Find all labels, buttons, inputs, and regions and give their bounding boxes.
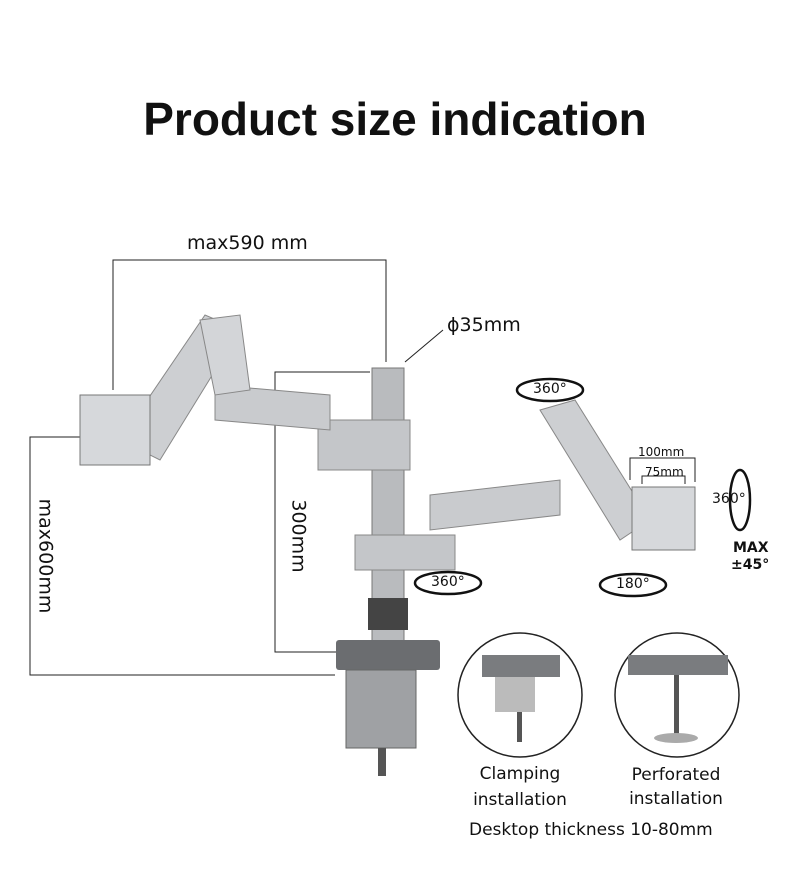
pole-height-label: 300mm <box>287 499 310 573</box>
tilt-label-max: MAX <box>733 540 769 556</box>
clamp-plate <box>345 669 417 749</box>
pole-diameter-label: ϕ35mm <box>447 314 521 336</box>
pole-collar <box>368 598 408 630</box>
max-height-label: max600mm <box>34 498 57 614</box>
right-vesa-plate <box>631 486 696 551</box>
left-vesa-plate <box>79 394 151 466</box>
tilt-label-angle: ±45° <box>731 557 770 573</box>
vesa-100-label: 100mm <box>638 445 685 459</box>
clamp-install-circle <box>457 632 583 758</box>
clamp-label-line1: Clamping <box>479 764 561 784</box>
perforated-label-line2: installation <box>629 789 723 809</box>
vesa-75-label: 75mm <box>645 465 684 479</box>
arm-rotation-top-label: 360° <box>533 381 567 397</box>
clamp-label-line2: installation <box>473 790 567 810</box>
arm-rotation-bottom-label: 360° <box>431 574 465 590</box>
perforated-install-circle <box>614 632 740 758</box>
clamp-base <box>336 640 440 670</box>
page-title: Product size indication <box>143 93 647 145</box>
perforated-label-line1: Perforated <box>631 765 721 785</box>
desk-thickness-label: Desktop thickness 10-80mm <box>469 820 713 840</box>
pole <box>371 367 405 644</box>
swivel-label: 180° <box>616 576 650 592</box>
clamp-rod <box>378 748 386 776</box>
dimension-lines <box>29 259 696 676</box>
max-reach-label: max590 mm <box>187 232 308 254</box>
rotate-label: 360° <box>712 491 746 507</box>
